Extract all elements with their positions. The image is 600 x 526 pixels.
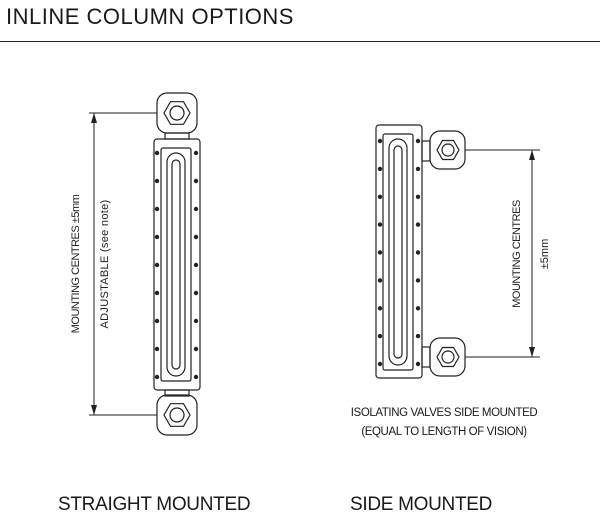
straight-bolt [154, 206, 160, 212]
straight-sight-glass-window [171, 159, 181, 370]
upper-side-valve-body [429, 130, 466, 170]
straight-bolt [154, 374, 160, 380]
straight-mounted-gauge [89, 92, 201, 436]
side-arrow-top [529, 150, 535, 160]
straight-arrow-top [91, 113, 97, 123]
side-sight-glass [388, 138, 408, 366]
flange-bolts [154, 138, 421, 380]
straight-bolt [193, 346, 199, 352]
bottom-valve-body [156, 394, 198, 436]
side-dimension-label: MOUNTING CENTRES [511, 200, 523, 308]
side-sight-glass-window [393, 145, 403, 359]
side-bolt [377, 194, 383, 199]
straight-bolt [154, 346, 160, 352]
straight-mounted-caption: STRAIGHT MOUNTED [58, 494, 251, 515]
straight-bolt [193, 290, 199, 296]
side-bolt [377, 278, 383, 283]
top-valve [156, 92, 198, 140]
side-bolt [377, 306, 383, 311]
side-bolt [415, 333, 421, 339]
lower-side-valve-stem [421, 346, 431, 368]
bottom-valve-stem [164, 389, 190, 397]
straight-bolt [154, 234, 160, 240]
lower-side-valve [421, 337, 466, 377]
straight-bolt [193, 206, 199, 212]
side-mounted-caption: SIDE MOUNTED [350, 494, 493, 515]
straight-bolt [193, 318, 199, 324]
straight-bolt [154, 318, 160, 324]
bottom-valve-bore [169, 407, 185, 423]
side-bolt [377, 166, 383, 172]
side-column-inner [382, 133, 414, 371]
lower-side-valve-body [429, 337, 466, 377]
top-valve-body [156, 92, 198, 134]
side-mounted-note-line1: ISOLATING VALVES SIDE MOUNTED [350, 407, 538, 419]
side-bolt [377, 250, 383, 255]
straight-dimension-label: MOUNTING CENTRES ±5mm [70, 194, 82, 333]
side-column-body [375, 124, 423, 379]
side-mounted-gauge [375, 124, 540, 379]
straight-bolt [193, 178, 199, 184]
straight-bolt [193, 374, 199, 380]
page-title: INLINE COLUMN OPTIONS [6, 4, 294, 29]
side-bolt [377, 222, 383, 227]
straight-column-inner [160, 147, 192, 382]
straight-arrow-bottom [91, 405, 97, 415]
straight-sight-glass [166, 152, 186, 377]
side-bolt [415, 250, 421, 255]
lower-side-valve-nut [436, 346, 460, 368]
side-arrow-bottom [529, 347, 535, 357]
side-bolt [377, 361, 383, 367]
top-valve-stem [164, 132, 190, 140]
side-bolt [415, 194, 421, 199]
straight-bolt [154, 178, 160, 184]
side-bolt [415, 138, 421, 144]
side-bolt [377, 138, 383, 144]
side-bolt [415, 361, 421, 367]
upper-side-valve-stem [421, 140, 431, 162]
straight-bolt [154, 150, 160, 156]
upper-side-valve-nut [436, 139, 460, 161]
side-bolt [415, 306, 421, 311]
bottom-valve [156, 389, 198, 436]
title-divider [0, 41, 600, 42]
bottom-valve-nut [163, 403, 191, 427]
straight-bolt [154, 262, 160, 268]
lower-side-valve-bore [441, 350, 455, 364]
top-valve-bore [169, 105, 185, 121]
straight-bolt [193, 150, 199, 156]
side-bolt [415, 222, 421, 227]
upper-side-valve [421, 130, 466, 170]
straight-dimension-sublabel: ADJUSTABLE (see note) [99, 200, 111, 329]
straight-bolt [193, 234, 199, 240]
side-bolt [377, 333, 383, 339]
upper-side-valve-bore [441, 143, 455, 157]
side-bolt [415, 166, 421, 172]
side-mounted-note-line2: (EQUAL TO LENGTH OF VISION) [361, 426, 527, 438]
straight-bolt [193, 262, 199, 268]
side-dimension-sublabel: ±5mm [539, 239, 551, 269]
straight-bolt [154, 290, 160, 296]
side-bolt [415, 278, 421, 283]
top-valve-nut [163, 101, 191, 125]
